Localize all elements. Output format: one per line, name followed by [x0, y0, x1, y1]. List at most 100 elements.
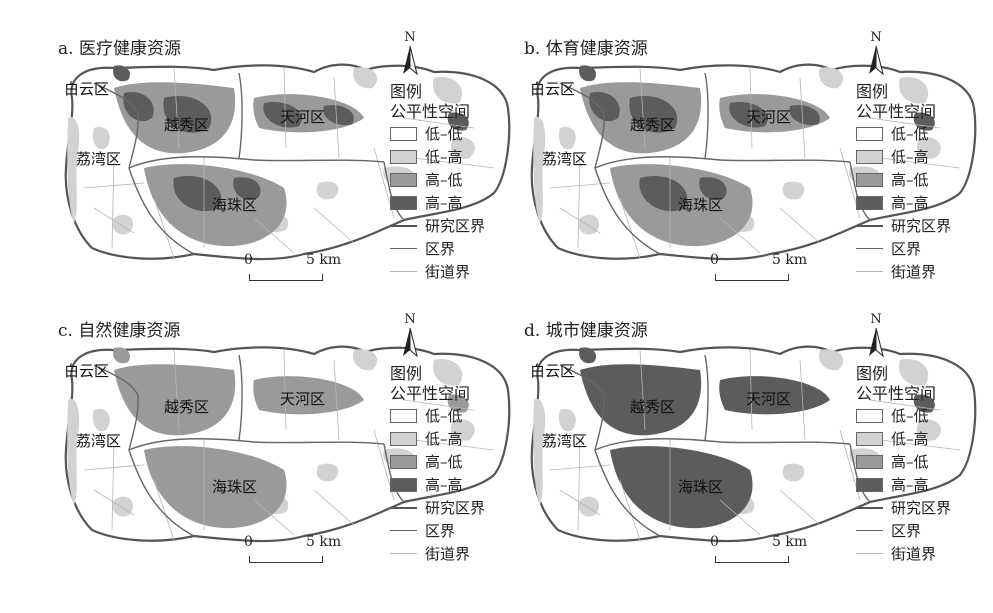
district-label-tianhe: 天河区: [746, 390, 791, 408]
compass-icon: [403, 327, 418, 358]
legend-label: 低–低: [425, 125, 463, 143]
legend-line-swatch: [390, 553, 417, 554]
legend-row: 低–低: [390, 404, 485, 427]
legend-label: 街道界: [425, 263, 471, 281]
map-panel-d: d. 城市健康资源: [466, 282, 977, 588]
panel-title: a. 医疗健康资源: [58, 39, 181, 59]
legend-row: 低–高: [390, 145, 485, 168]
district-label-liwan: 荔湾区: [76, 432, 121, 450]
district-label-haizhu: 海珠区: [212, 478, 257, 496]
legend-swatch: [390, 454, 417, 469]
choropleth-map: 白云区 越秀区 天河区 荔湾区 海珠区: [64, 345, 511, 543]
north-letter: N: [404, 312, 416, 327]
scale-line: [249, 274, 323, 281]
legend-line-swatch: [390, 530, 417, 531]
district-label-tianhe: 天河区: [280, 108, 325, 126]
legend-items: 低–低低–高高–低高–高研究区界区界街道界: [856, 122, 951, 283]
map-panel-b: b. 体育健康资源: [466, 0, 977, 306]
legend-items: 低–低低–高高–低高–高研究区界区界街道界: [856, 404, 951, 565]
legend-line-swatch: [856, 506, 883, 509]
legend-swatch: [856, 408, 883, 423]
district-label-haizhu: 海珠区: [678, 196, 723, 214]
district-label-yuexiu: 越秀区: [164, 116, 209, 134]
legend-row: 低–低: [390, 122, 485, 145]
legend-title: 图例: [390, 82, 423, 101]
scale-bar: 0 5 km: [244, 252, 356, 292]
legend-row: 研究区界: [856, 214, 951, 237]
panel-title: c. 自然健康资源: [58, 321, 181, 341]
legend: 图例 公平性空间 低–低低–高高–低高–高研究区界区界街道界: [856, 364, 951, 565]
legend-label: 高–低: [425, 453, 463, 471]
legend-row: 街道界: [390, 542, 485, 565]
legend-line-swatch: [856, 553, 883, 554]
legend-subtitle: 公平性空间: [390, 102, 471, 121]
north-letter: N: [870, 30, 882, 45]
legend-label: 低–高: [891, 430, 929, 448]
scale-label-zero: 0: [710, 534, 719, 550]
north-letter: N: [404, 30, 416, 45]
legend-label: 高–高: [425, 194, 463, 212]
legend-row: 街道界: [856, 260, 951, 283]
legend-line-swatch: [856, 248, 883, 249]
district-label-haizhu: 海珠区: [678, 478, 723, 496]
district-label-yuexiu: 越秀区: [164, 398, 209, 416]
district-label-yuexiu: 越秀区: [630, 116, 675, 134]
district-label-liwan: 荔湾区: [542, 432, 587, 450]
legend-label: 低–高: [891, 148, 929, 166]
scale-line: [715, 274, 789, 281]
legend-subtitle: 公平性空间: [856, 102, 937, 121]
legend-swatch: [390, 431, 417, 446]
choropleth-map: 白云区 越秀区 天河区 荔湾区 海珠区: [530, 63, 977, 261]
legend-items: 低–低低–高高–低高–高研究区界区界街道界: [390, 122, 485, 283]
legend-row: 低–高: [390, 427, 485, 450]
legend-label: 低–高: [425, 148, 463, 166]
panel-title: d. 城市健康资源: [524, 321, 648, 341]
legend-label: 高–低: [891, 453, 929, 471]
district-label-tianhe: 天河区: [280, 390, 325, 408]
legend-label: 区界: [425, 522, 456, 540]
legend-label: 高–低: [891, 171, 929, 189]
scale-bar: 0 5 km: [710, 534, 822, 574]
legend-row: 高–高: [390, 473, 485, 496]
legend-title: 图例: [856, 364, 889, 383]
scale-line: [715, 556, 789, 563]
legend-row: 研究区界: [390, 496, 485, 519]
scale-bar: 0 5 km: [244, 534, 356, 574]
compass-icon: [869, 45, 884, 76]
legend-line-swatch: [856, 271, 883, 272]
legend-swatch: [856, 454, 883, 469]
district-label-baiyun: 白云区: [530, 362, 575, 380]
legend-row: 高–低: [390, 168, 485, 191]
legend-label: 区界: [425, 240, 456, 258]
legend-label: 高–高: [891, 194, 929, 212]
legend-row: 低–高: [856, 145, 951, 168]
scale-label-zero: 0: [244, 252, 253, 268]
district-label-haizhu: 海珠区: [212, 196, 257, 214]
north-arrow: N: [861, 312, 891, 364]
district-label-liwan: 荔湾区: [76, 150, 121, 168]
legend-row: 区界: [856, 237, 951, 260]
scale-bar: 0 5 km: [710, 252, 822, 292]
legend-swatch: [390, 149, 417, 164]
compass-icon: [869, 327, 884, 358]
legend-label: 街道界: [891, 263, 937, 281]
legend-label: 研究区界: [891, 217, 952, 235]
legend-label: 高–高: [425, 476, 463, 494]
panel-title: b. 体育健康资源: [524, 39, 648, 59]
legend-row: 高–低: [390, 450, 485, 473]
legend-row: 低–低: [856, 122, 951, 145]
legend-label: 街道界: [425, 545, 471, 563]
legend-label: 低–低: [891, 125, 929, 143]
legend-label: 低–高: [425, 430, 463, 448]
choropleth-map: 白云区 越秀区 天河区 荔湾区 海珠区: [530, 345, 977, 543]
legend-row: 研究区界: [856, 496, 951, 519]
legend-row: 街道界: [390, 260, 485, 283]
legend-line-swatch: [856, 224, 883, 227]
scale-line: [249, 556, 323, 563]
legend-line-swatch: [390, 224, 417, 227]
legend-label: 高–低: [425, 171, 463, 189]
legend-row: 区界: [856, 519, 951, 542]
district-label-baiyun: 白云区: [64, 80, 109, 98]
district-label-liwan: 荔湾区: [542, 150, 587, 168]
legend-swatch: [390, 126, 417, 141]
